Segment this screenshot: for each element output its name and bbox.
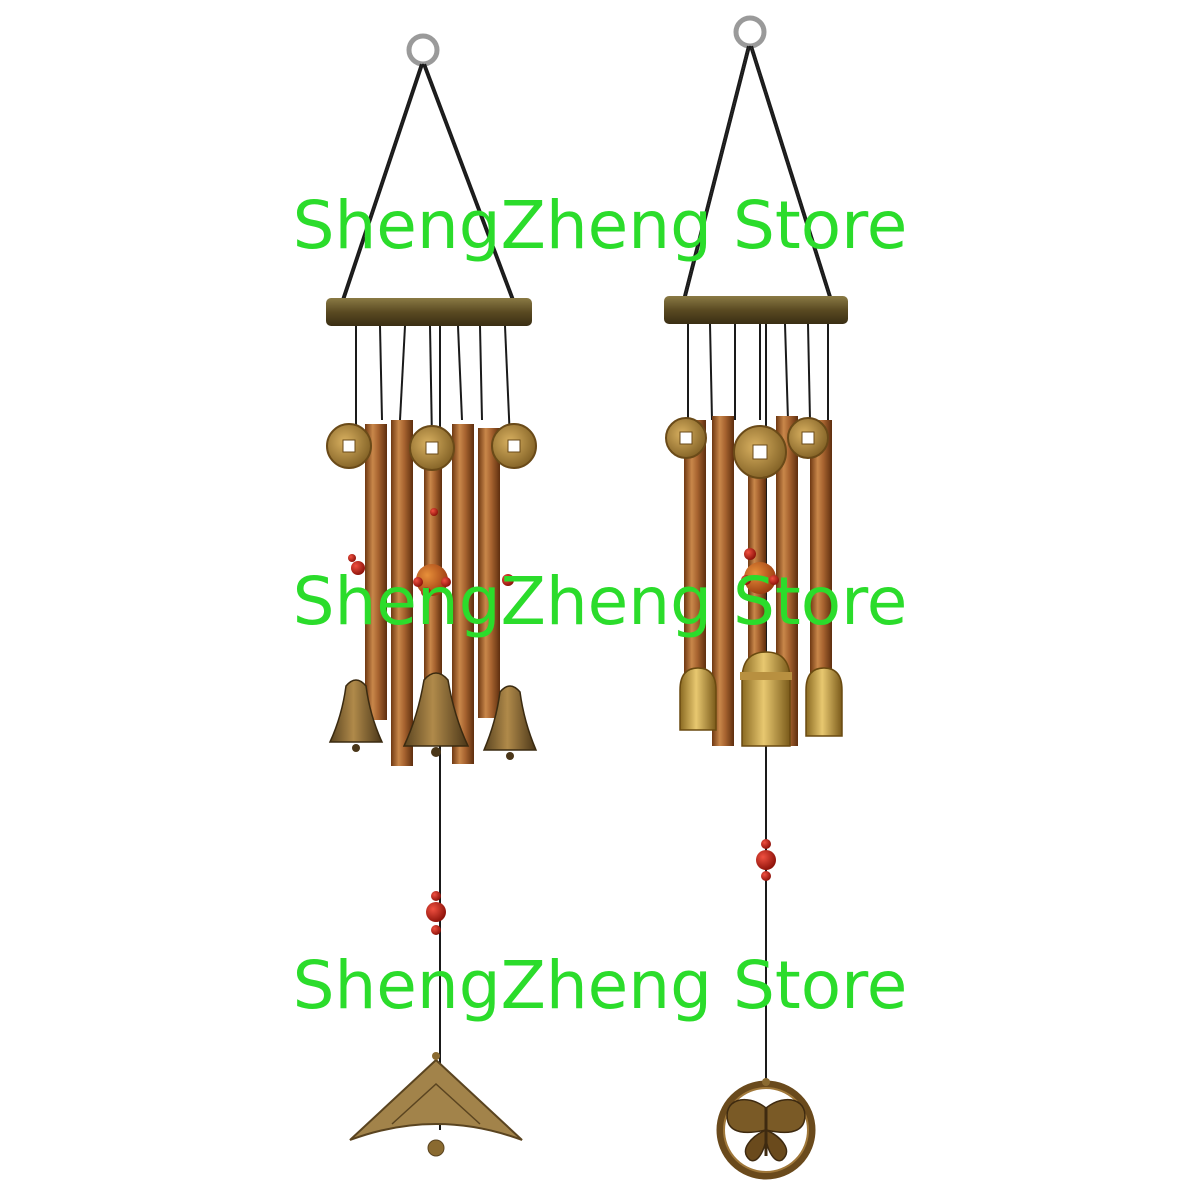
fan-charm-icon: [349, 1052, 523, 1157]
butterfly-charm-icon: [716, 1078, 816, 1180]
hanging-ring-icon: [733, 15, 767, 49]
bell-icon: [328, 679, 384, 743]
coin-ornaments: [326, 423, 537, 471]
bead-ornaments: [348, 508, 514, 935]
hanging-cord: [341, 63, 515, 301]
hanging-cord: [682, 45, 833, 301]
bell-icon: [679, 667, 717, 731]
bell-icon: [402, 672, 470, 747]
bell-icon: [741, 651, 791, 747]
chime-tubes: [365, 420, 500, 766]
wind-chime-left: [326, 33, 538, 1157]
bronze-bells: [328, 672, 538, 760]
hanging-ring-icon: [406, 33, 440, 67]
bell-icon: [482, 685, 538, 751]
wind-chime-right: [664, 15, 848, 1180]
wood-top-bar: [664, 296, 848, 324]
brass-bells: [679, 651, 843, 747]
bead-ornaments: [741, 548, 779, 881]
wood-top-bar: [326, 298, 532, 326]
coin-ornaments: [665, 417, 829, 479]
bell-icon: [805, 667, 843, 737]
